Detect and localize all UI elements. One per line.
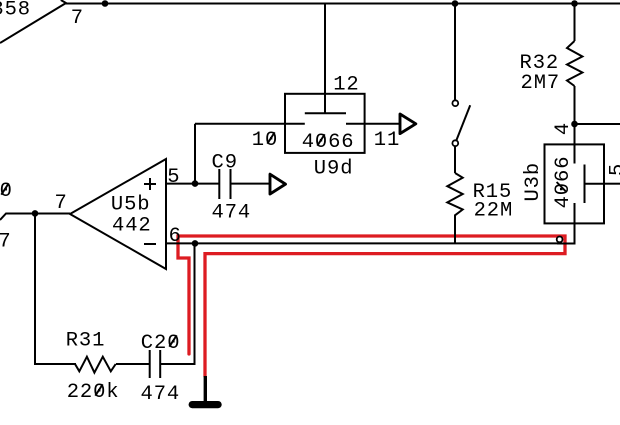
svg-text:U9d: U9d [314,157,354,180]
svg-text:5: 5 [167,166,180,189]
svg-text:4: 4 [552,122,575,135]
svg-text:7: 7 [71,7,84,30]
svg-text:220k: 220k [67,381,120,404]
svg-text:10: 10 [252,129,278,152]
svg-text:5: 5 [607,163,620,176]
svg-text:0: 0 [0,180,13,203]
svg-text:U3b: U3b [522,162,545,202]
svg-text:474: 474 [212,201,252,224]
svg-text:6: 6 [169,225,182,248]
svg-text:11: 11 [374,129,400,152]
svg-text:12: 12 [333,73,359,96]
svg-text:442: 442 [112,215,152,238]
svg-text:7: 7 [55,192,68,215]
svg-text:358: 358 [0,0,31,22]
svg-text:4066: 4066 [302,131,355,154]
svg-text:R31: R31 [66,330,106,353]
svg-text:U5b: U5b [111,193,151,216]
svg-text:7: 7 [0,231,12,254]
svg-text:R15: R15 [473,181,513,204]
svg-text:C20: C20 [141,332,181,355]
svg-text:22M: 22M [474,199,514,222]
svg-text:4066: 4066 [552,156,575,209]
svg-text:R32: R32 [520,52,560,75]
svg-text:474: 474 [141,383,181,406]
svg-text:C9: C9 [212,152,238,175]
svg-text:2M7: 2M7 [521,72,561,95]
